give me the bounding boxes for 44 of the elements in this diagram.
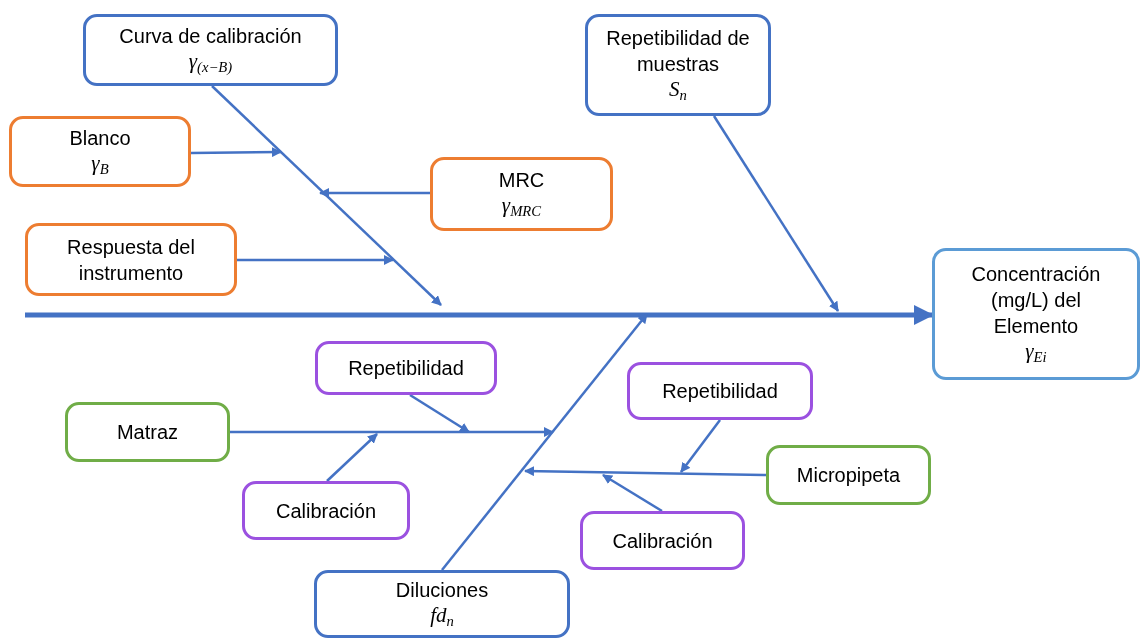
branch-arrow: [191, 147, 282, 158]
math-symbol: S$_{n}$: [669, 77, 687, 105]
box-label: Respuesta del instrumento: [66, 234, 196, 286]
branch-arrow: [237, 255, 394, 265]
branch-arrow: [230, 427, 554, 437]
box-label: Curva de calibración: [119, 24, 302, 50]
main-spine-arrow: [25, 305, 934, 325]
rounded-box: [314, 570, 570, 638]
box-label: Diluciones: [395, 578, 489, 604]
branch-arrow: [409, 393, 470, 434]
box-label: Blanco: [69, 125, 131, 151]
box-label: Repetibilidad: [662, 379, 778, 404]
box-label: Concentración (mg/L) del Elemento: [971, 262, 1101, 340]
rounded-box: [585, 14, 771, 116]
rounded-box: [83, 14, 338, 86]
math-symbol: γ$_{(x−B)}$: [188, 49, 233, 77]
rounded-box: [65, 402, 230, 462]
rounded-box: [9, 116, 191, 187]
rounded-box: [627, 362, 813, 420]
math-symbol: fd$_{n}$: [430, 603, 454, 631]
box-label: Calibración: [275, 498, 377, 524]
branch-arrow: [326, 433, 378, 482]
rounded-box: [25, 223, 237, 296]
rounded-box: [580, 511, 745, 570]
box-label: Repetibilidad: [348, 356, 464, 381]
math-symbol: γ$_{B}$: [91, 150, 109, 179]
box-label: Repetibilidad de muestras: [605, 26, 751, 78]
rounded-box: [242, 481, 410, 540]
box-label: MRC: [498, 168, 545, 194]
branch-arrow: [211, 85, 442, 306]
math-symbol: γ$_{MRC}$: [501, 193, 542, 221]
box-label: Calibración: [612, 528, 713, 554]
branch-arrow: [524, 466, 767, 477]
branch-arrow: [319, 188, 430, 198]
rounded-box: [430, 157, 613, 231]
box-label: Matraz: [116, 420, 179, 445]
branch-arrow: [602, 473, 663, 513]
rounded-box: [315, 341, 497, 395]
box-label: Micropipeta: [796, 463, 901, 488]
math-symbol: γ$_{Ei}$: [1025, 339, 1047, 367]
branch-arrow: [712, 115, 840, 312]
rounded-box: [766, 445, 931, 505]
rounded-box: [932, 248, 1140, 380]
branch-arrow: [680, 419, 721, 473]
